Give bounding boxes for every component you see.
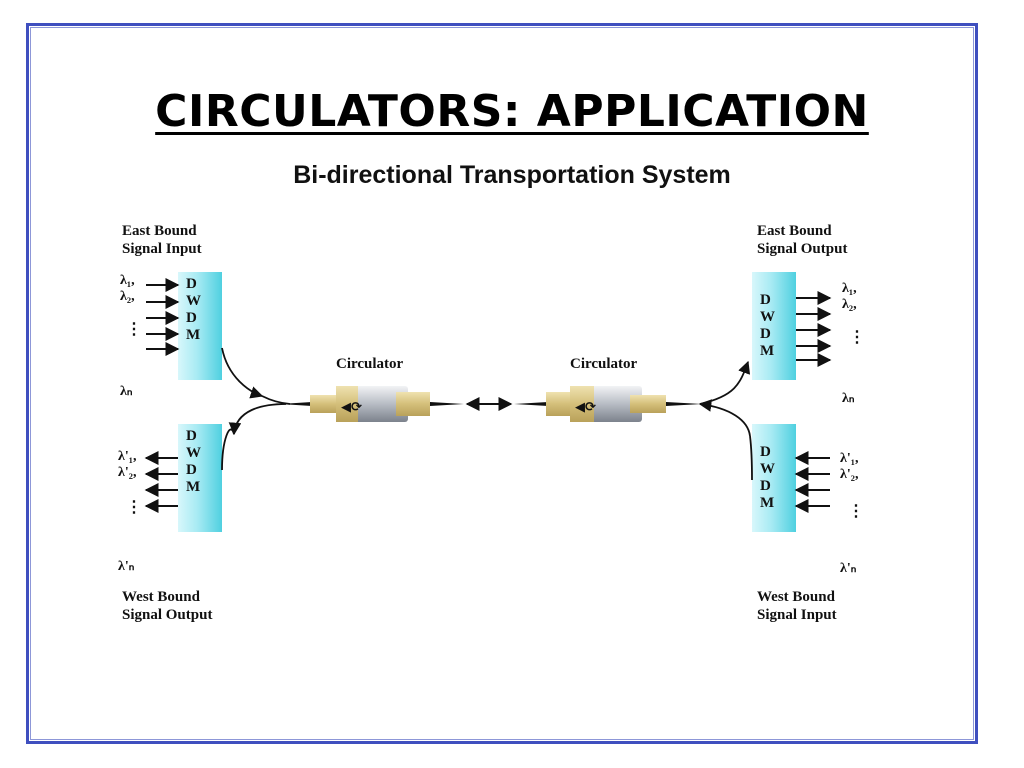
fiber-circulator-to-dwdm-left <box>228 403 287 436</box>
fiber-taper-left <box>280 402 312 406</box>
east-bound-input-label: East Bound Signal Input <box>122 222 202 258</box>
west-bound-input-label: West Bound Signal Input <box>757 588 837 624</box>
circulator-left-body <box>396 392 430 416</box>
dwdm-letter: D <box>186 310 197 326</box>
circulator-left-end-cap <box>310 395 338 413</box>
dwdm-letter: D <box>760 326 771 342</box>
fiber-taper-right-out <box>666 402 702 406</box>
east-bound-input-label-line2: Signal Input <box>122 241 202 257</box>
wavelength-l2-east-in: λ₂, <box>120 289 135 304</box>
west-bound-output-label-line1: West Bound <box>122 589 200 605</box>
dwdm-mux-east-input: D W D M <box>178 272 222 380</box>
dwdm-letter: M <box>186 479 201 495</box>
dwdm-letter: M <box>186 327 201 343</box>
circulator-left-symbol: ◀⟳ <box>341 400 362 415</box>
dwdm-letters: D W D M <box>760 292 775 360</box>
dwdm-letter: W <box>186 293 201 309</box>
output-arrows-west-left <box>144 451 178 513</box>
dwdm-demux-east-output: D W D M <box>752 272 796 380</box>
wavelength-lpn-west-in: λ'ₙ <box>840 561 857 576</box>
circulator-right-end-cap <box>630 395 666 413</box>
wavelength-lp1-west-out: λ'₁, <box>118 449 137 464</box>
fiber-circulator-to-dwdm-right-upper <box>699 360 751 405</box>
dwdm-demux-west-output: D W D M <box>178 424 222 532</box>
dwdm-letter: D <box>760 444 771 460</box>
east-bound-output-label-line2: Signal Output <box>757 241 848 257</box>
dwdm-letter: D <box>186 428 197 444</box>
circulator-right: ◀⟳ <box>514 386 702 422</box>
dwdm-letter: M <box>760 495 775 511</box>
fiber-taper-right-in <box>514 402 548 406</box>
wavelength-l2-east-out: λ₂, <box>842 297 857 312</box>
wavelength-dots-west-in: ⋮ <box>848 503 864 520</box>
fiber-dwdm-to-circulator-right-lower <box>698 399 751 437</box>
dwdm-mux-west-input: D W D M <box>752 424 796 532</box>
east-bound-output-label-line1: East Bound <box>757 223 832 239</box>
dwdm-letters: D W D M <box>186 428 201 496</box>
fiber-segment-left-join <box>261 395 291 405</box>
dwdm-letter: W <box>760 309 775 325</box>
west-bound-output-label: West Bound Signal Output <box>122 588 212 624</box>
circulator-right-label: Circulator <box>570 356 638 372</box>
circulator-right-port <box>570 386 594 422</box>
slide-frame <box>26 23 978 744</box>
east-bound-output-label: East Bound Signal Output <box>757 222 847 258</box>
wavelength-ln-east-out: λₙ <box>842 391 855 406</box>
input-arrows-west-right <box>794 451 830 513</box>
output-arrows-east-right <box>796 291 832 367</box>
west-bound-input-label-line2: Signal Input <box>757 607 837 623</box>
dwdm-letter: D <box>760 292 771 308</box>
dwdm-letter: D <box>186 276 197 292</box>
dwdm-letters: D W D M <box>186 276 201 344</box>
fiber-taper-left-out <box>430 402 464 406</box>
dwdm-letter: W <box>760 461 775 477</box>
wavelength-lp2-west-out: λ'₂, <box>118 465 137 480</box>
slide-frame-inner <box>30 27 974 740</box>
wavelength-lp1-west-in: λ'₁, <box>840 451 859 466</box>
wavelength-lp2-west-in: λ'₂, <box>840 467 859 482</box>
fiber-segment-left-lower <box>221 428 235 471</box>
slide-title: CIRCULATORS: APPLICATION <box>155 86 869 137</box>
west-bound-input-label-line1: West Bound <box>757 589 835 605</box>
dwdm-letter: M <box>760 343 775 359</box>
circulator-left-label: Circulator <box>336 356 404 372</box>
wavelength-dots-west-out: ⋮ <box>126 499 142 516</box>
dwdm-letters: D W D M <box>760 444 775 512</box>
fiber-segment-right-lower <box>749 435 753 481</box>
west-bound-output-label-line2: Signal Output <box>122 607 213 623</box>
fiber-dwdm-to-circulator-left <box>221 347 264 399</box>
input-arrows-east-left <box>146 278 180 356</box>
wavelength-dots-east-in: ⋮ <box>126 321 142 338</box>
circulator-left-port <box>336 386 358 422</box>
diagram-subtitle: Bi-directional Transportation System <box>293 161 731 189</box>
dwdm-letter: D <box>760 478 771 494</box>
wavelength-ln-east-in: λₙ <box>120 384 133 399</box>
wavelength-l1-east-out: λ₁, <box>842 281 857 296</box>
dwdm-letter: D <box>186 462 197 478</box>
wavelength-lpn-west-out: λ'ₙ <box>118 559 135 574</box>
wavelength-dots-east-out: ⋮ <box>849 329 865 346</box>
east-bound-input-label-line1: East Bound <box>122 223 197 239</box>
circulator-left: ◀⟳ <box>280 386 464 422</box>
wavelength-l1-east-in: λ₁, <box>120 273 135 288</box>
circulator-right-symbol: ◀⟳ <box>575 400 596 415</box>
dwdm-letter: W <box>186 445 201 461</box>
